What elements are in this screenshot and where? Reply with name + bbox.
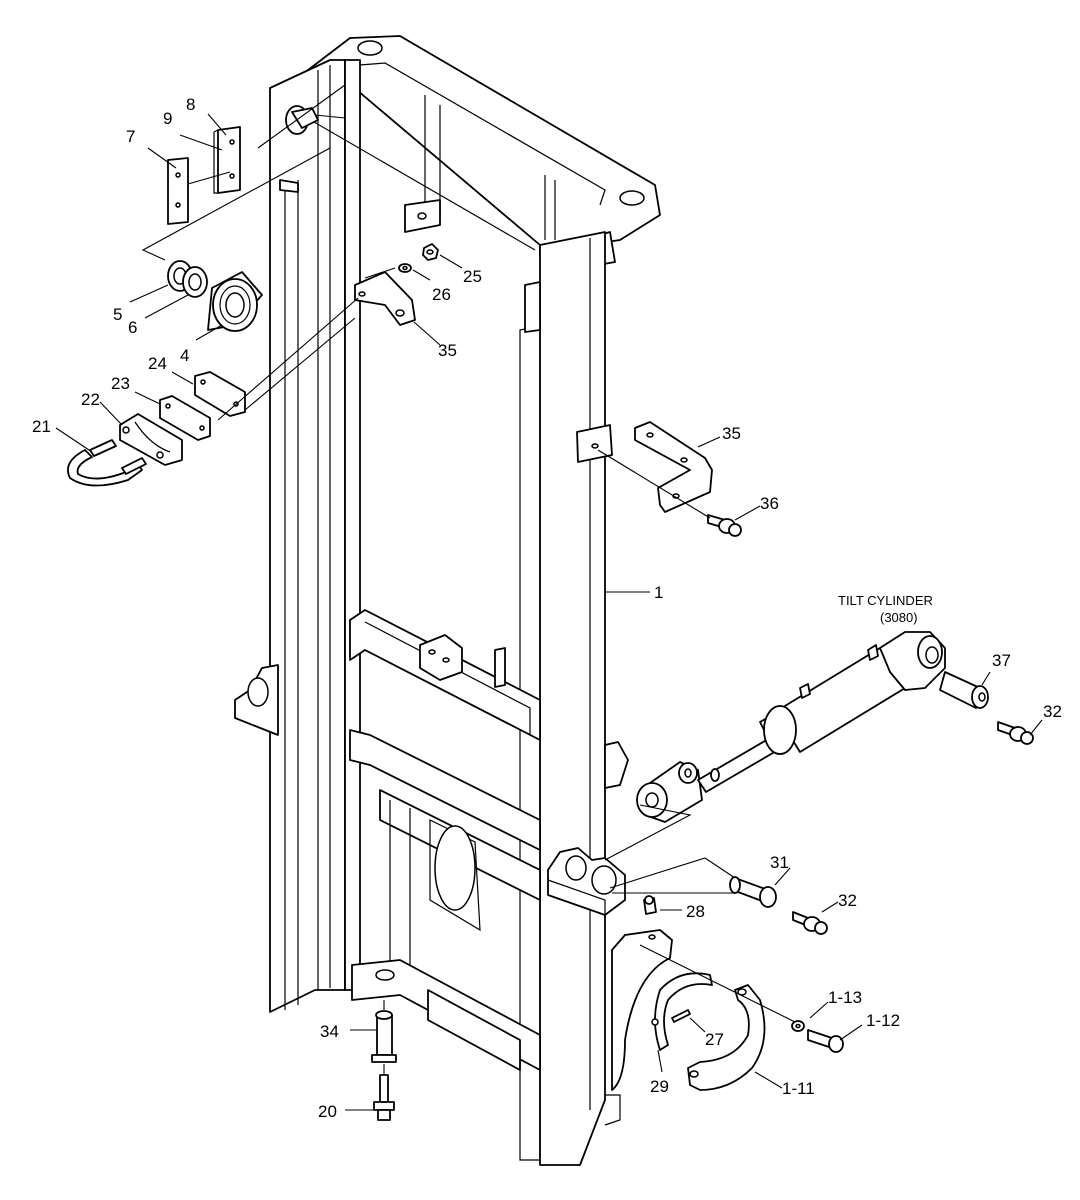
bushing-29	[651, 972, 713, 1051]
clamp-block-22	[119, 413, 183, 466]
callout-24: 24	[148, 354, 167, 373]
plate-23	[159, 395, 211, 441]
bolt-20	[373, 1074, 395, 1121]
nut-25	[422, 243, 439, 261]
bracket-35-right	[634, 421, 713, 513]
callout-labels: 1 4 5 6 7 8 9 20 21 22 23 24 25 26 27 28…	[32, 95, 1062, 1121]
callout-27: 27	[705, 1030, 724, 1049]
callout-32-upper: 32	[1043, 702, 1062, 721]
callout-1: 1	[654, 583, 663, 602]
callout-22: 22	[81, 390, 100, 409]
grease-fitting-28	[643, 895, 657, 915]
callout-5: 5	[113, 305, 122, 324]
tilt-cylinder-title: TILT CYLINDER	[838, 593, 933, 608]
shim-plate-8	[213, 126, 241, 194]
tilt-cylinder	[636, 631, 946, 823]
pin-37	[939, 671, 989, 709]
callout-8: 8	[186, 95, 195, 114]
u-bolt-21	[67, 439, 147, 487]
plate-24	[194, 371, 246, 417]
callout-32-lower: 32	[838, 891, 857, 910]
bolt-36	[707, 514, 742, 537]
callout-26: 26	[432, 285, 451, 304]
callout-35-upper: 35	[438, 341, 457, 360]
callout-36: 36	[760, 494, 779, 513]
pin-27	[671, 1009, 691, 1023]
bolt-32-lower	[792, 911, 828, 935]
bolt-1-12	[807, 1029, 844, 1053]
callout-1-13: 1-13	[828, 988, 862, 1007]
washer-26	[398, 263, 412, 273]
callout-29: 29	[650, 1077, 669, 1096]
pin-34	[371, 1010, 397, 1063]
callout-1-11: 1-11	[782, 1079, 815, 1098]
callout-25: 25	[463, 267, 482, 286]
bearing-4	[207, 271, 263, 332]
bolt-32-upper	[997, 721, 1034, 745]
tilt-cylinder-ref: (3080)	[880, 610, 918, 625]
shim-plate-7	[167, 157, 189, 225]
leader-lines	[55, 84, 1043, 1111]
callout-1-12: 1-12	[866, 1011, 900, 1030]
callout-9: 9	[163, 109, 172, 128]
callout-4: 4	[180, 346, 189, 365]
callout-21: 21	[32, 417, 51, 436]
callout-31: 31	[770, 853, 789, 872]
washer-6	[182, 266, 208, 298]
callout-6: 6	[128, 318, 137, 337]
callout-35-right: 35	[722, 424, 741, 443]
roller-stud	[285, 105, 319, 135]
outer-mast-frame	[234, 35, 661, 1166]
callout-28: 28	[686, 902, 705, 921]
bearing-cap-1-11	[687, 984, 766, 1091]
washer-1-13	[791, 1020, 805, 1032]
bearing-housing	[611, 929, 673, 1091]
callout-34: 34	[320, 1022, 339, 1041]
callout-37: 37	[992, 651, 1011, 670]
callout-23: 23	[111, 374, 130, 393]
pin-31	[729, 876, 777, 908]
bracket-35-upper	[354, 271, 416, 326]
callout-20: 20	[318, 1102, 337, 1121]
callout-7: 7	[126, 127, 135, 146]
